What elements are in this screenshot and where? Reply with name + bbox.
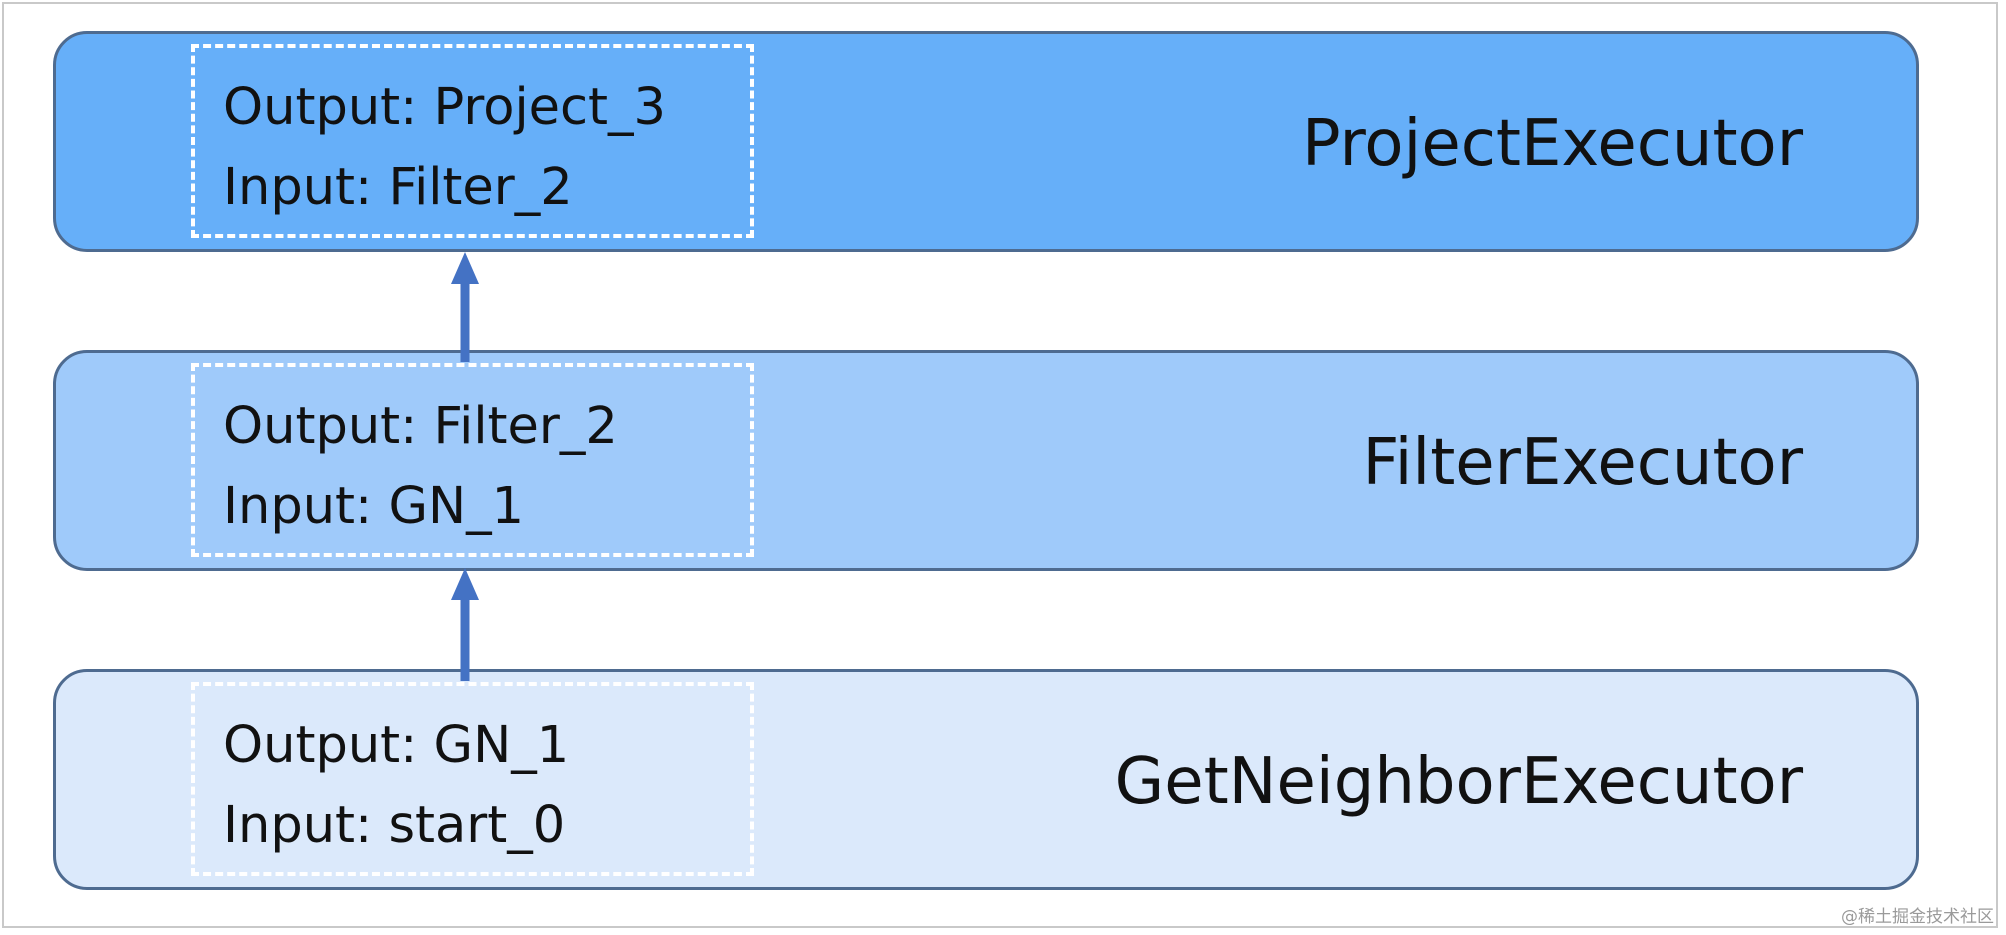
project-input-label: Input: Filter_2	[223, 158, 573, 217]
filter-executor-block: Output: Filter_2 Input: GN_1 FilterExecu…	[53, 350, 1919, 571]
getneighbor-executor-name: GetNeighborExecutor	[1114, 745, 1803, 819]
filter-io-box: Output: Filter_2 Input: GN_1	[191, 363, 754, 557]
getneighbor-output-label: Output: GN_1	[223, 716, 570, 775]
project-executor-block: Output: Project_3 Input: Filter_2 Projec…	[53, 31, 1919, 252]
getneighbor-io-box: Output: GN_1 Input: start_0	[191, 682, 754, 876]
watermark-text: @稀土掘金技术社区	[1841, 907, 1994, 927]
getneighbor-executor-block: Output: GN_1 Input: start_0 GetNeighborE…	[53, 669, 1919, 890]
getneighbor-input-label: Input: start_0	[223, 796, 566, 855]
filter-output-label: Output: Filter_2	[223, 397, 618, 456]
filter-input-label: Input: GN_1	[223, 477, 525, 536]
project-io-box: Output: Project_3 Input: Filter_2	[191, 44, 754, 238]
filter-executor-name: FilterExecutor	[1362, 426, 1803, 500]
project-output-label: Output: Project_3	[223, 78, 666, 137]
project-executor-name: ProjectExecutor	[1302, 107, 1803, 181]
